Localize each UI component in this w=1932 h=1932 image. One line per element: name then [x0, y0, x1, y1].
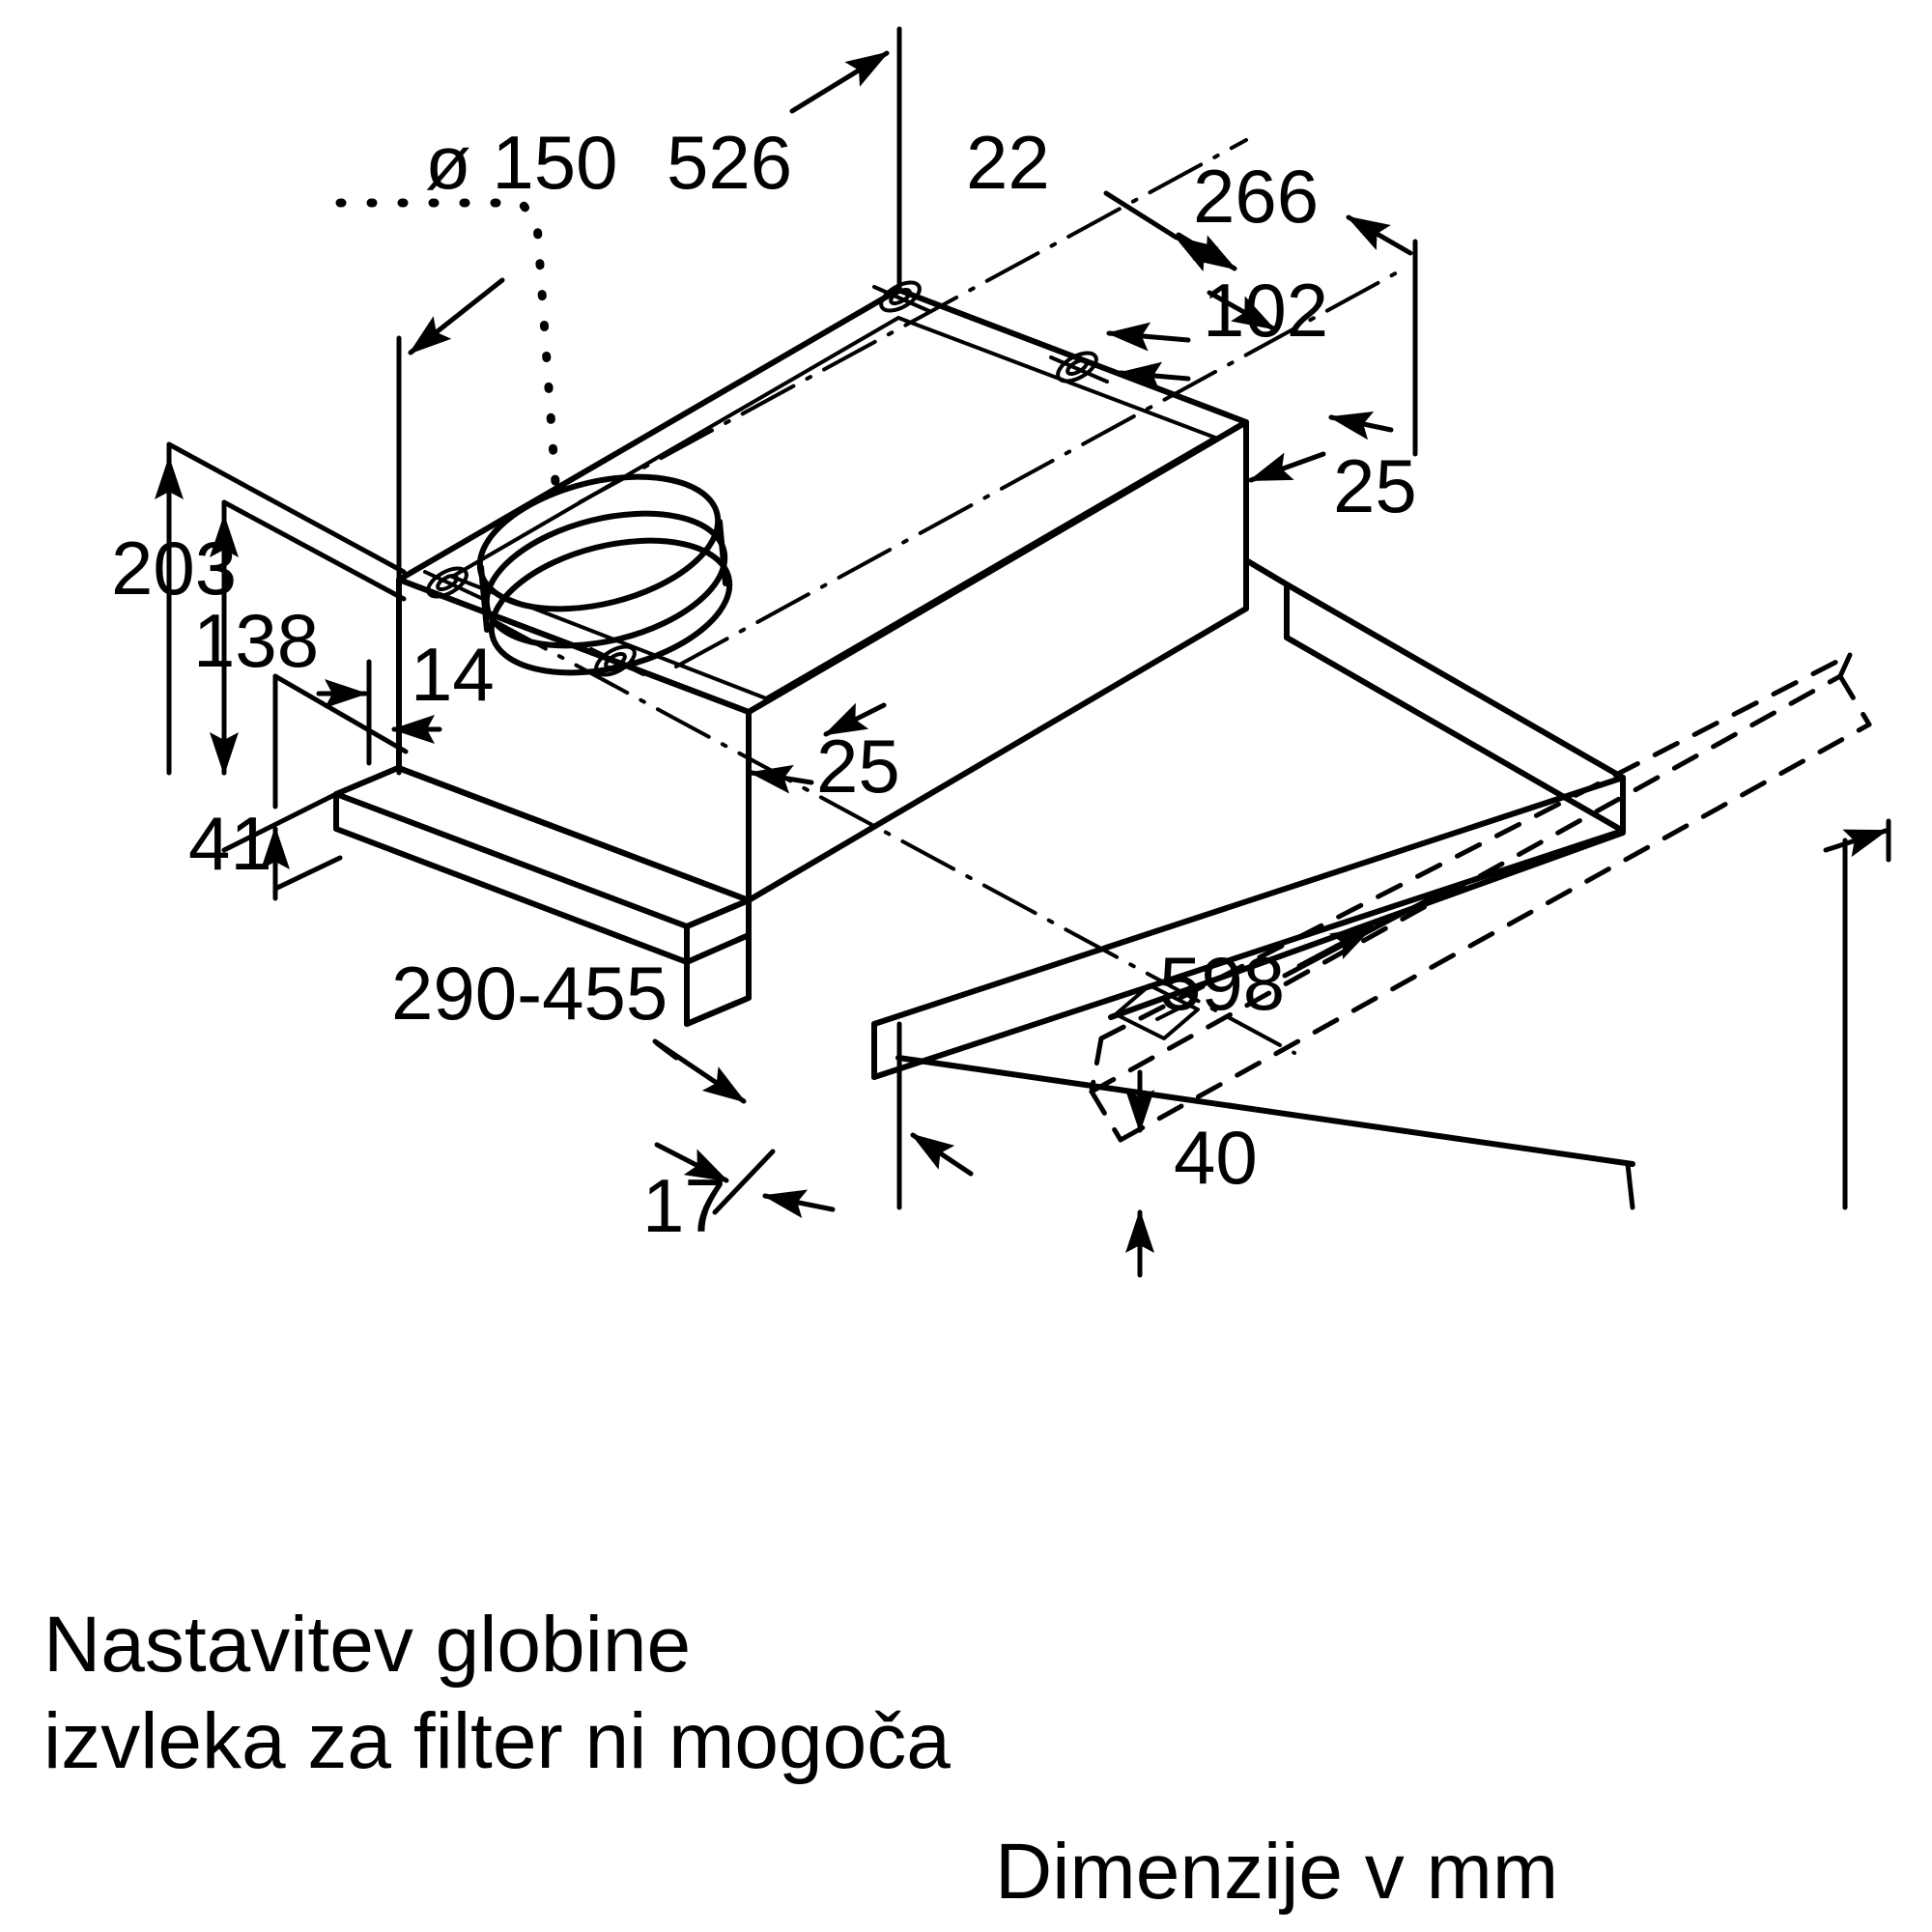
- note-line-1: Nastavitev globine: [43, 1601, 691, 1689]
- telescopic-slider: [871, 557, 1635, 1167]
- note-line-2: izvleka za filter ni mogoča: [43, 1697, 951, 1785]
- dim-width-total: 526: [667, 120, 792, 205]
- mounting-eyelets: [423, 280, 1109, 677]
- dim-depth-266: 266: [1193, 154, 1319, 239]
- dim-offset-102: 102: [1203, 268, 1328, 353]
- dim-thickness-17: 17: [642, 1163, 726, 1248]
- extended-position-dashed: [1089, 652, 1872, 1143]
- dim-depth-range: 290-455: [391, 951, 668, 1036]
- control-switch-detail: [1114, 983, 1200, 1040]
- units-note: Dimenzije v mm: [995, 1828, 1558, 1916]
- dim-height-203: 203: [111, 526, 237, 611]
- dim-width-598: 598: [1159, 941, 1285, 1026]
- dim-height-41: 41: [188, 801, 272, 886]
- dim-height-138: 138: [193, 598, 319, 683]
- dim-offset-22: 22: [966, 120, 1050, 205]
- dim-edge-25-mid: 25: [816, 724, 900, 809]
- duct-collar: [476, 473, 733, 676]
- notes: Nastavitev globine izvleka za filter ni …: [43, 1601, 1558, 1916]
- dim-duct-diameter: ø 150: [425, 120, 617, 205]
- dim-edge-25-right: 25: [1333, 443, 1417, 528]
- projection-lines: [166, 26, 1848, 1210]
- dimension-labels: ø 150 526 22 266 102 25 203 138 14 25 41…: [111, 120, 1417, 1248]
- dimension-arrows: [155, 50, 1891, 1278]
- pullout-front-strip: [333, 765, 752, 1027]
- dim-height-40: 40: [1174, 1115, 1258, 1200]
- dim-thickness-14: 14: [411, 632, 495, 717]
- hood-body-outline: [396, 287, 1249, 903]
